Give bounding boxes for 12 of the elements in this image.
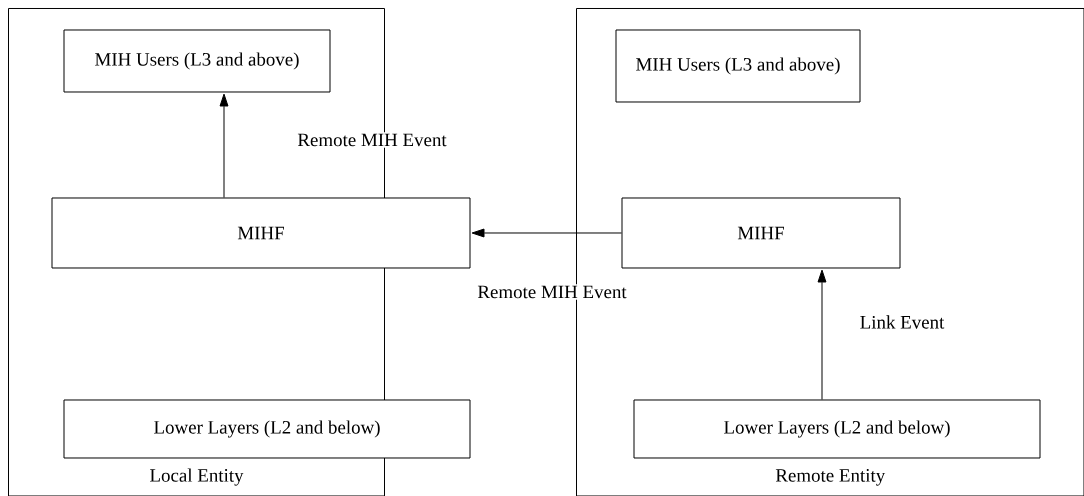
edge-label: Link Event <box>858 313 946 331</box>
layer-box: Lower Layers (L2 and below) <box>633 399 1041 459</box>
layer-box: MIH Users (L3 and above) <box>615 29 861 103</box>
arrow <box>471 228 622 238</box>
arrow <box>219 93 229 198</box>
edge-label: Remote MIH Event <box>475 284 629 300</box>
edge-label: Remote MIH Event <box>295 132 449 148</box>
layer-box: Lower Layers (L2 and below) <box>63 399 471 459</box>
layer-box: MIHF <box>51 197 471 269</box>
arrow <box>817 269 827 400</box>
layer-box: MIH Users (L3 and above) <box>63 29 331 93</box>
layer-box: MIHF <box>621 197 901 269</box>
